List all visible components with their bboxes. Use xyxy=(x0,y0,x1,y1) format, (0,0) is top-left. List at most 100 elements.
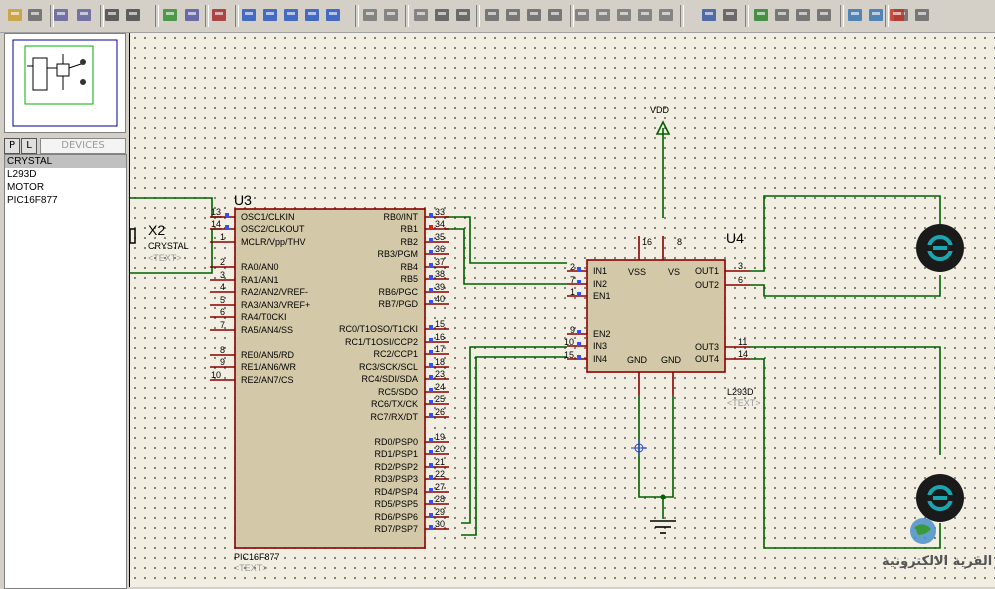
device-list-item[interactable]: MOTOR xyxy=(7,182,45,193)
print-icon[interactable] xyxy=(103,6,121,24)
import-icon[interactable] xyxy=(52,6,70,24)
property-tool-icon[interactable] xyxy=(721,6,739,24)
remove-sheet-icon[interactable] xyxy=(867,6,885,24)
pan-icon[interactable] xyxy=(240,6,258,24)
u3-pin-number: 14 xyxy=(211,219,221,229)
pin-marker xyxy=(429,350,433,354)
u3-pin-number: 38 xyxy=(435,269,445,279)
zoom-area-icon[interactable] xyxy=(324,6,342,24)
wire-autorouter-icon[interactable] xyxy=(657,6,675,24)
redo-icon[interactable] xyxy=(382,6,400,24)
u3-pin-name: RD5/PSP5 xyxy=(374,499,418,509)
u3-pin-number: 22 xyxy=(435,469,445,479)
u3-pin-number: 24 xyxy=(435,382,445,392)
u4-pin-number: 10 xyxy=(564,337,574,347)
pin-marker xyxy=(429,450,433,454)
u3-pin-name: RA2/AN2/VREF- xyxy=(241,287,308,297)
zoom-out-icon[interactable] xyxy=(282,6,300,24)
refresh-icon[interactable] xyxy=(161,6,179,24)
pin-marker xyxy=(225,213,229,217)
pin-marker xyxy=(429,238,433,242)
make-device-icon[interactable] xyxy=(594,6,612,24)
x2-ref: X2 xyxy=(148,222,165,238)
crystal-x2[interactable]: X2 CRYSTAL <TEXT> xyxy=(130,222,189,263)
vdd-terminal[interactable]: VDD xyxy=(650,105,671,135)
package-icon[interactable] xyxy=(615,6,633,24)
grid-icon[interactable] xyxy=(183,6,201,24)
u3-pin-name: RB1 xyxy=(400,224,418,234)
ground-symbol[interactable] xyxy=(650,520,676,534)
motor-2[interactable] xyxy=(916,474,964,522)
u3-pin-name: RB4 xyxy=(400,262,418,272)
open-icon[interactable] xyxy=(6,6,24,24)
copy-icon[interactable] xyxy=(433,6,451,24)
design-explorer-icon[interactable] xyxy=(913,6,931,24)
u3-pin-name: RB6/PGC xyxy=(378,287,418,297)
tab-pick-devices[interactable]: P xyxy=(4,138,20,154)
netlist-to-ares-icon[interactable] xyxy=(815,6,833,24)
u4-pin-name: IN3 xyxy=(593,341,607,351)
pin-marker xyxy=(577,292,581,296)
u4-top-pins: 16 8 VSS VS xyxy=(628,236,682,277)
u3-pin-name: RE1/AN6/WR xyxy=(241,362,297,372)
toolbar-separator xyxy=(680,5,684,27)
pin-marker xyxy=(429,288,433,292)
u3-pin-number: 28 xyxy=(435,494,445,504)
pick-device-icon[interactable] xyxy=(573,6,591,24)
pin-marker xyxy=(429,375,433,379)
toolbar-separator xyxy=(476,5,480,27)
u3-pin-number: 13 xyxy=(211,207,221,217)
u3-pin-number: 15 xyxy=(435,319,445,329)
electrical-rule-check-icon[interactable] xyxy=(794,6,812,24)
pin-marker xyxy=(429,300,433,304)
motor-1[interactable] xyxy=(916,224,964,272)
u3-pin-number: 30 xyxy=(435,519,445,529)
u4-vs-label: VS xyxy=(668,267,680,277)
pin-marker xyxy=(429,250,433,254)
block-copy-icon[interactable] xyxy=(483,6,501,24)
device-list-item[interactable]: L293D xyxy=(7,169,37,180)
pin-marker xyxy=(429,500,433,504)
device-list-item[interactable]: CRYSTAL xyxy=(5,155,126,168)
paste-icon[interactable] xyxy=(454,6,472,24)
zoom-in-icon[interactable] xyxy=(261,6,279,24)
block-rotate-icon[interactable] xyxy=(525,6,543,24)
u4-pin-name: IN1 xyxy=(593,266,607,276)
device-list-item[interactable]: PIC16F877 xyxy=(7,195,58,206)
zoom-all-icon[interactable] xyxy=(303,6,321,24)
decompose-icon[interactable] xyxy=(636,6,654,24)
u3-pin-number: 2 xyxy=(220,257,225,267)
u3-pin-name: RE2/AN7/CS xyxy=(241,375,294,385)
pin-marker xyxy=(429,263,433,267)
ares-icon[interactable] xyxy=(888,6,906,24)
search-icon[interactable] xyxy=(700,6,718,24)
overview-window[interactable] xyxy=(4,33,126,133)
bill-of-materials-icon[interactable] xyxy=(752,6,770,24)
toolbar-separator xyxy=(355,5,359,27)
u3-pin-number: 20 xyxy=(435,444,445,454)
u4-pin-name: IN2 xyxy=(593,279,607,289)
origin-icon[interactable] xyxy=(210,6,228,24)
schematic-canvas[interactable]: X2 CRYSTAL <TEXT> U3 PIC16F877 <TEXT> 13… xyxy=(129,33,995,587)
u3-pin-name: RD1/PSP1 xyxy=(374,449,418,459)
block-delete-icon[interactable] xyxy=(546,6,564,24)
netlist-icon[interactable] xyxy=(773,6,791,24)
block-move-icon[interactable] xyxy=(504,6,522,24)
print-area-icon[interactable] xyxy=(124,6,142,24)
u4-ref: U4 xyxy=(726,230,744,246)
undo-icon[interactable] xyxy=(361,6,379,24)
u4-bottom-pins: GND GND xyxy=(627,355,682,395)
u3-pin-number: 23 xyxy=(435,369,445,379)
u3-pin-name: RD0/PSP0 xyxy=(374,437,418,447)
new-sheet-icon[interactable] xyxy=(846,6,864,24)
save-icon[interactable] xyxy=(26,6,44,24)
cut-icon[interactable] xyxy=(412,6,430,24)
pin-marker xyxy=(429,325,433,329)
pin-marker xyxy=(429,525,433,529)
export-icon[interactable] xyxy=(75,6,93,24)
pin-marker xyxy=(577,280,581,284)
tab-library-manager[interactable]: L xyxy=(21,138,37,154)
